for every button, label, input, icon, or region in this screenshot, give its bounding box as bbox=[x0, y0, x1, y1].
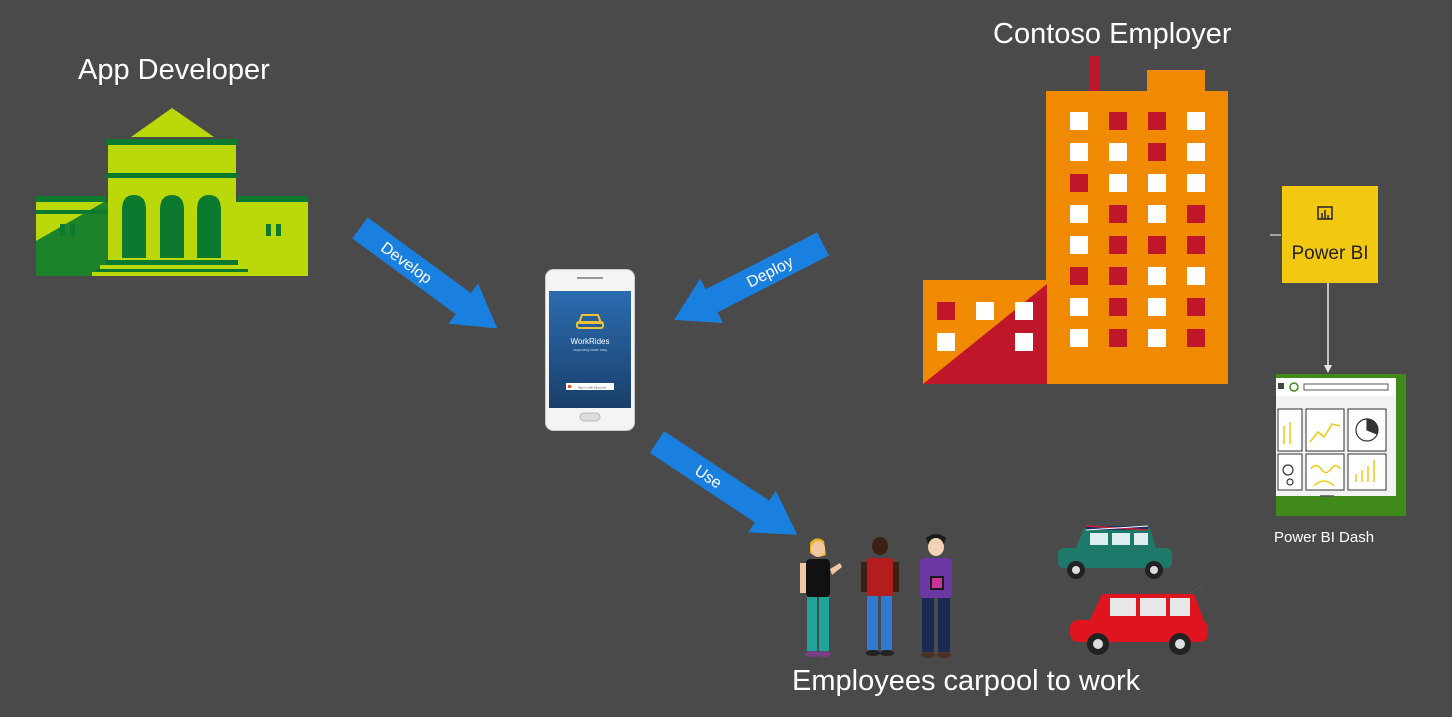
building-window bbox=[1109, 298, 1127, 316]
phone-app-name: WorkRides bbox=[571, 337, 610, 346]
power-bi-icon: Power BI bbox=[1270, 186, 1378, 283]
employees-label: Employees carpool to work bbox=[792, 665, 1141, 697]
building-window bbox=[1148, 236, 1166, 254]
building-window bbox=[1187, 205, 1205, 223]
phone-app-tagline: carpooling made easy bbox=[573, 348, 607, 352]
building-window bbox=[1148, 205, 1166, 223]
building-window bbox=[1148, 298, 1166, 316]
building-window bbox=[937, 333, 955, 351]
car-icon bbox=[1058, 525, 1172, 579]
building-window bbox=[1109, 267, 1127, 285]
building-window bbox=[1187, 236, 1205, 254]
person-icon bbox=[800, 538, 842, 657]
car-logo-icon bbox=[576, 314, 604, 329]
building-window bbox=[1187, 112, 1205, 130]
building-window bbox=[1148, 329, 1166, 347]
building-window bbox=[1109, 329, 1127, 347]
person-icon bbox=[920, 534, 952, 658]
building-window bbox=[1148, 267, 1166, 285]
power-bi-tile-label: Power BI bbox=[1291, 243, 1368, 264]
building-window bbox=[1187, 267, 1205, 285]
building-window bbox=[1187, 298, 1205, 316]
dashboard-icon bbox=[1276, 374, 1406, 516]
building-window bbox=[1070, 329, 1088, 347]
building-window bbox=[1070, 112, 1088, 130]
building-window bbox=[976, 302, 994, 320]
building-window bbox=[1148, 174, 1166, 192]
building-window bbox=[1015, 302, 1033, 320]
building-window bbox=[1148, 112, 1166, 130]
contoso-employer-label: Contoso Employer bbox=[993, 18, 1232, 50]
power-bi-dash-label: Power BI Dash bbox=[1274, 529, 1375, 546]
building-window bbox=[1070, 174, 1088, 192]
building-window bbox=[1187, 143, 1205, 161]
building-window bbox=[1070, 267, 1088, 285]
building-window bbox=[1109, 143, 1127, 161]
building-window bbox=[1070, 205, 1088, 223]
building-window bbox=[1148, 143, 1166, 161]
building-window bbox=[1109, 205, 1127, 223]
building-window bbox=[1187, 329, 1205, 347]
contoso-building-icon bbox=[923, 56, 1228, 384]
phone-signin-button: Sign in with Microsoft bbox=[578, 386, 607, 390]
phone-icon: WorkRides carpooling made easy Sign in w… bbox=[545, 269, 635, 431]
power-bi-connector-arrow bbox=[1324, 283, 1332, 373]
person-icon bbox=[861, 537, 899, 656]
building-window bbox=[1109, 236, 1127, 254]
app-developer-label: App Developer bbox=[78, 54, 270, 86]
building-window bbox=[1070, 298, 1088, 316]
building-window bbox=[1015, 333, 1033, 351]
app-developer-building-icon bbox=[36, 108, 308, 276]
building-window bbox=[1109, 174, 1127, 192]
building-window bbox=[1070, 236, 1088, 254]
building-window bbox=[1109, 112, 1127, 130]
building-window bbox=[1070, 143, 1088, 161]
building-window bbox=[937, 302, 955, 320]
building-window bbox=[1187, 174, 1205, 192]
car-icon bbox=[1070, 583, 1208, 655]
